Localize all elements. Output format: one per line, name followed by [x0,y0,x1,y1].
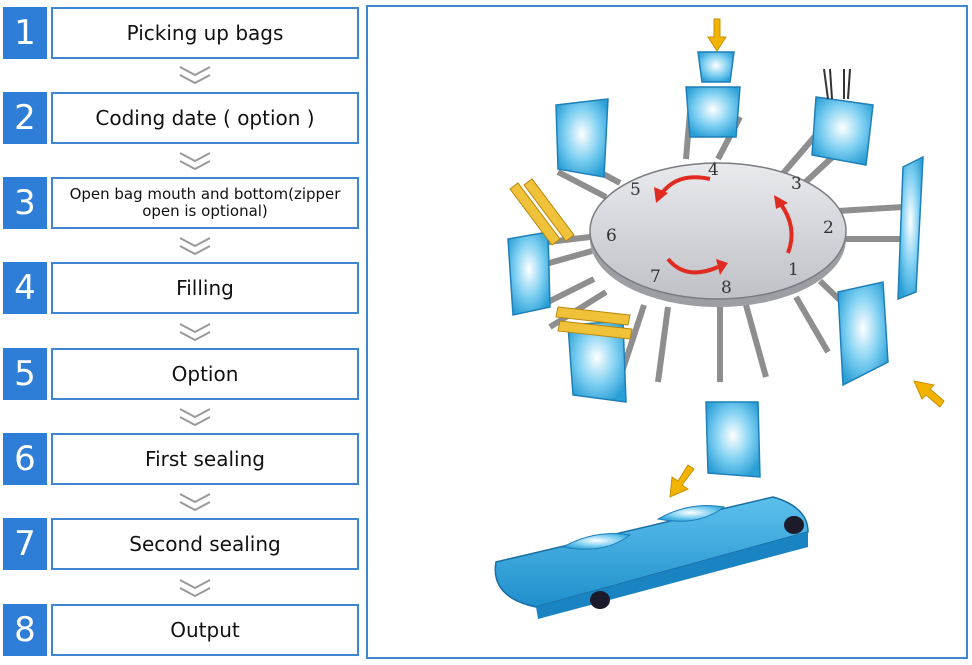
arrow-down-left-icon [669,464,695,498]
bag-station-2 [897,155,924,301]
filling-spouts [823,68,851,100]
step-3: 3 Open bag mouth and bottom(zipper open … [3,177,359,229]
arrow-down-icon [707,18,727,52]
chevron-down-icon [179,237,211,256]
station-label: 5 [630,180,641,200]
bag-station-4 [685,86,741,138]
station-label: 4 [708,160,719,180]
step-number: 3 [3,177,47,229]
process-steps: 1 Picking up bags 2 Coding date ( option… [3,0,359,665]
rotary-table [589,162,847,307]
step-number: 1 [3,7,47,59]
step-number: 5 [3,348,47,400]
step-label: Option [51,348,359,400]
step-label: Filling [51,262,359,314]
chevron-down-icon [179,579,211,598]
bag-station-6 [507,231,551,316]
step-label: Picking up bags [51,7,359,59]
bag-station-feed [697,51,735,83]
step-2: 2 Coding date ( option ) [3,92,359,144]
step-7: 7 Second sealing [3,518,359,570]
chevron-down-icon [179,323,211,342]
step-1: 1 Picking up bags [3,7,359,59]
step-label: Output [51,604,359,656]
chevron-down-icon [179,408,211,427]
step-label: First sealing [51,433,359,485]
step-number: 2 [3,92,47,144]
station-label: 7 [650,267,661,287]
rotary-packing-diagram: 1 2 3 4 5 6 7 8 [366,5,968,659]
bags [507,51,924,478]
sealing-bars [509,178,633,340]
rotation-arrows [654,175,794,275]
station-label: 2 [823,218,834,238]
station-label: 1 [788,260,799,280]
step-6: 6 First sealing [3,433,359,485]
input-arrows [669,18,945,498]
arrow-up-left-icon [913,380,945,408]
diagram-canvas: 1 2 3 4 5 6 7 8 [494,18,945,619]
step-label: Second sealing [51,518,359,570]
station-label: 3 [791,174,802,194]
step-5: 5 Option [3,348,359,400]
step-label: Open bag mouth and bottom(zipper open is… [51,177,359,229]
step-number: 6 [3,433,47,485]
bag-station-5 [555,98,609,178]
chevron-down-icon [179,152,211,171]
step-number: 4 [3,262,47,314]
chevron-down-icon [179,66,211,85]
step-number: 8 [3,604,47,656]
step-label: Coding date ( option ) [51,92,359,144]
bag-station-1 [837,281,889,387]
chevron-down-icon [179,493,211,512]
station-labels: 1 2 3 4 5 6 7 8 [606,160,834,298]
step-4: 4 Filling [3,262,359,314]
station-label: 8 [721,278,732,298]
bag-station-3 [811,96,874,166]
step-number: 7 [3,518,47,570]
output-conveyor [494,496,809,619]
bag-output [705,401,761,478]
station-label: 6 [606,226,617,246]
step-8: 8 Output [3,604,359,656]
